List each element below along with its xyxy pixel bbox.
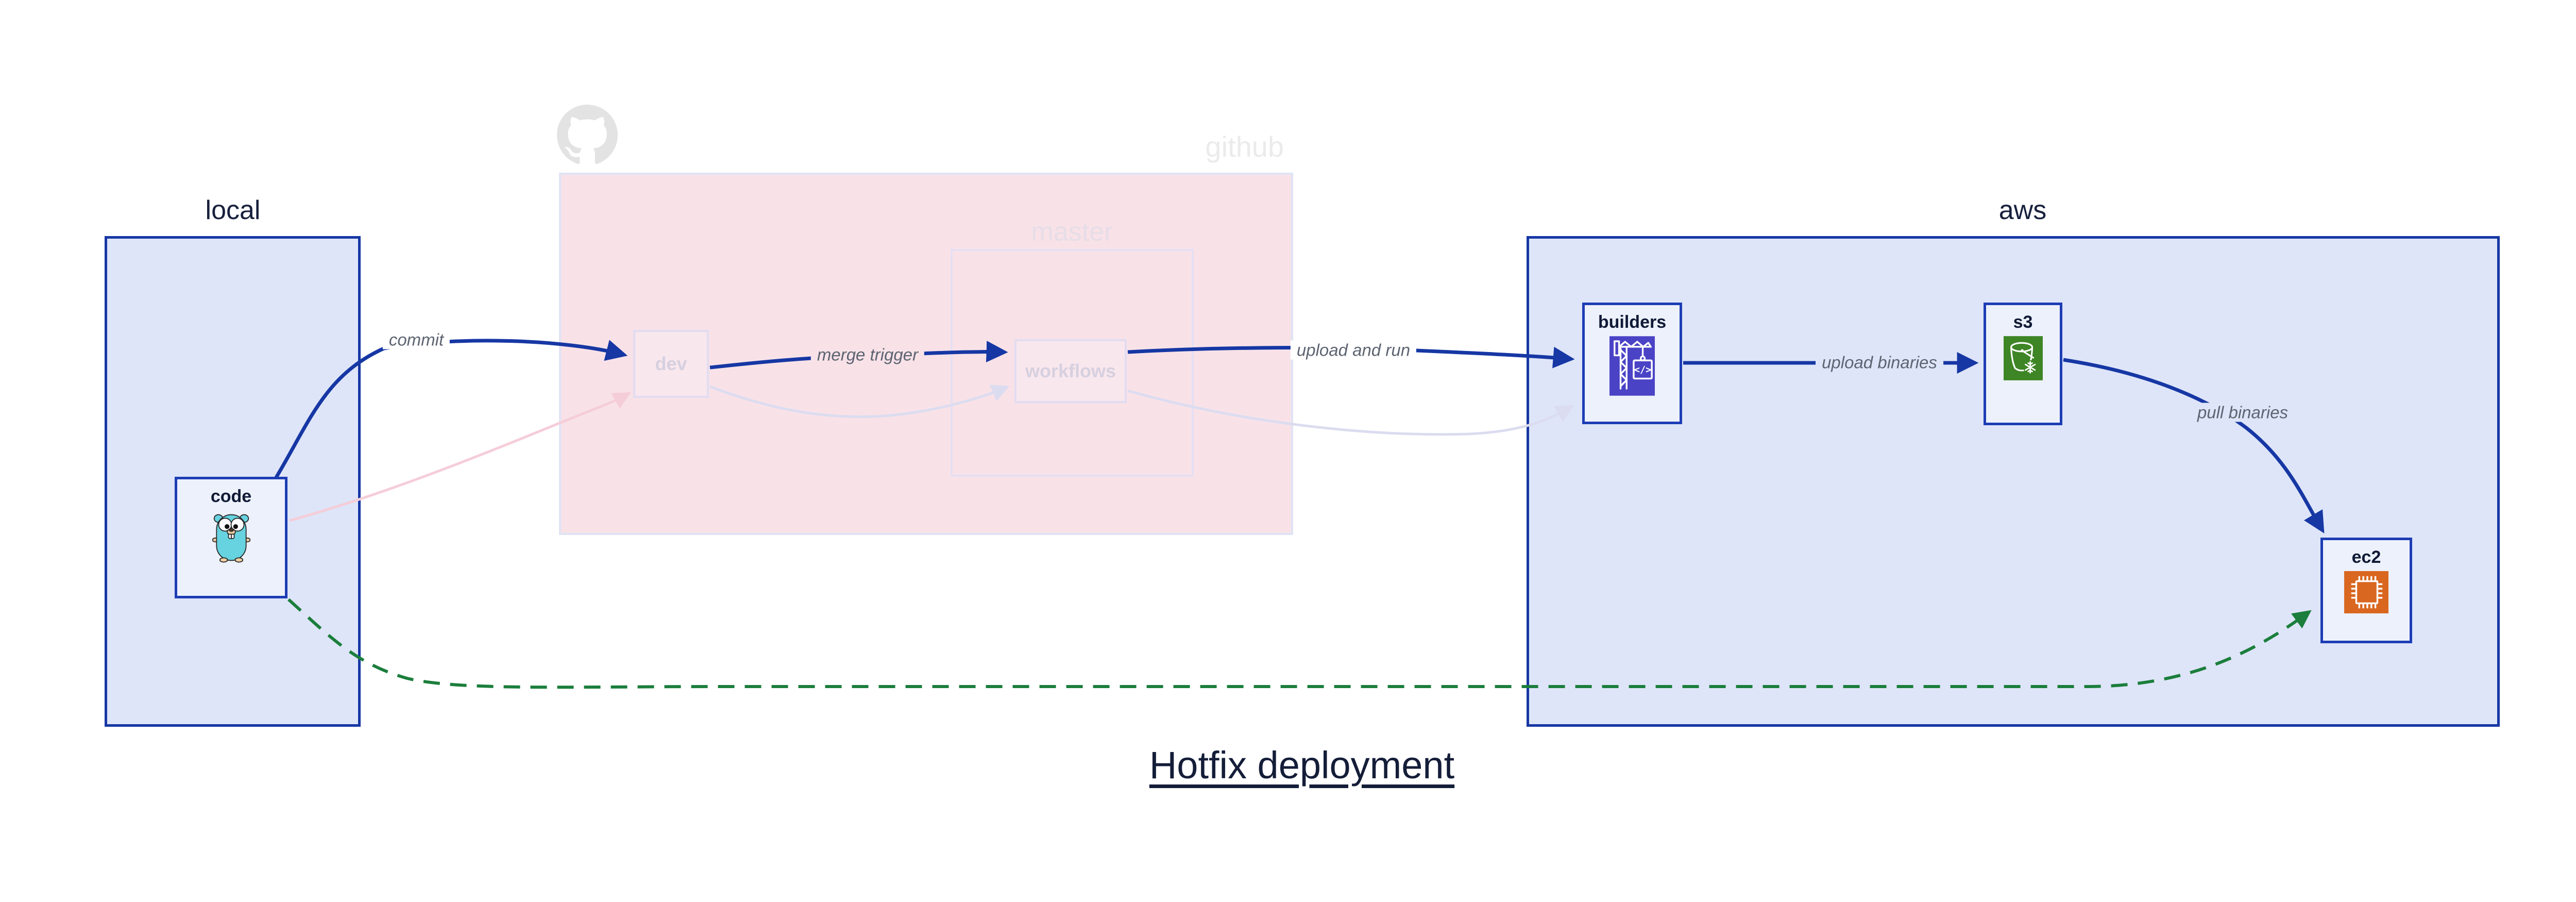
edge-label-commit: commit xyxy=(382,330,450,349)
edge-label-upload-binaries: upload binaries xyxy=(1816,353,1943,372)
node-ec2: ec2 xyxy=(2320,538,2412,643)
node-code: code xyxy=(175,477,287,598)
node-builders-label: builders xyxy=(1598,312,1667,332)
node-dev-label: dev xyxy=(655,353,687,374)
aws-container-label: aws xyxy=(1998,195,2047,225)
node-workflows-label: workflows xyxy=(1025,360,1116,381)
github-logo-icon xyxy=(557,105,618,168)
edge-label-pull-binaries: pull binaries xyxy=(2191,403,2295,422)
node-workflows: workflows xyxy=(1014,339,1127,403)
node-ec2-label: ec2 xyxy=(2351,547,2381,567)
master-branch-label: master xyxy=(1031,217,1113,247)
node-s3: s3 xyxy=(1984,303,2062,425)
edge-label-merge-trigger: merge trigger xyxy=(810,345,925,364)
codebuild-crane-icon: </> xyxy=(1609,336,1655,396)
svg-text:</>: </> xyxy=(1634,365,1652,376)
node-builders: builders </> xyxy=(1582,303,1682,424)
local-container-label: local xyxy=(205,195,261,225)
diagram-title: Hotfix deployment xyxy=(0,743,2576,787)
ec2-chip-icon xyxy=(2344,571,2388,613)
github-container-label: github xyxy=(1205,130,1284,163)
node-dev: dev xyxy=(633,330,709,398)
diagram-title-text: Hotfix deployment xyxy=(1149,744,1455,787)
node-code-label: code xyxy=(210,487,252,506)
s3-bucket-snowflake-icon xyxy=(2003,336,2043,380)
node-s3-label: s3 xyxy=(2013,312,2033,332)
edge-label-upload-and-run: upload and run xyxy=(1290,340,1417,360)
go-gopher-icon xyxy=(212,510,250,564)
